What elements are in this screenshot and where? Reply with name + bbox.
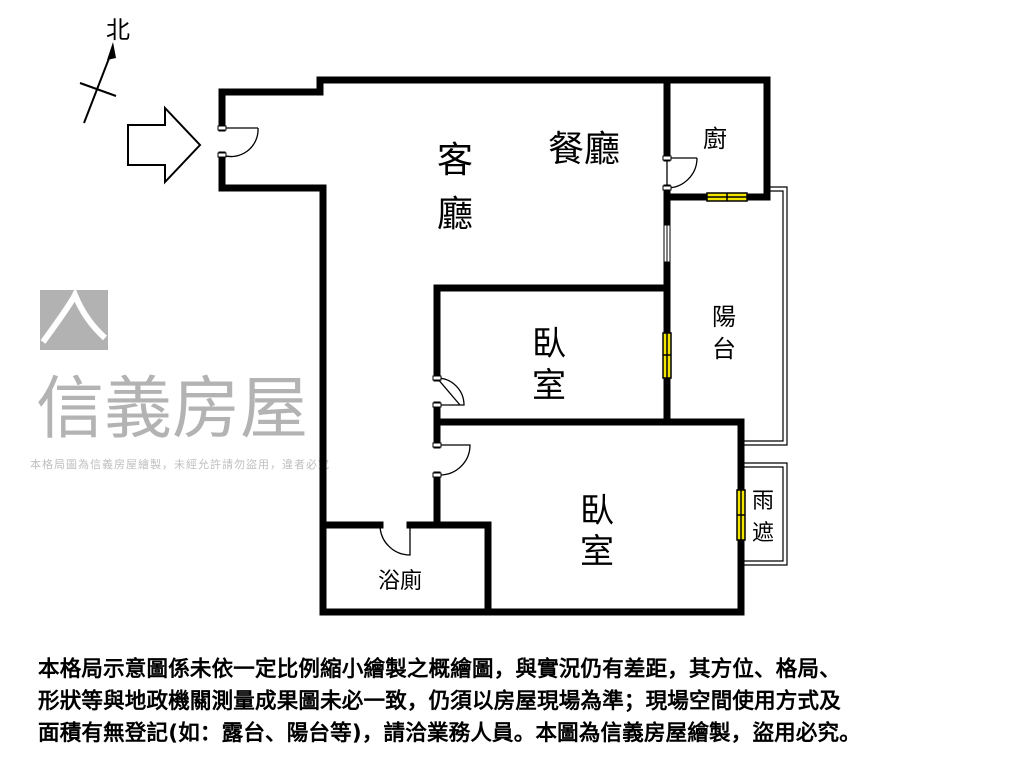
- window-living: [663, 224, 671, 263]
- room-bedroom1-1: 臥: [532, 324, 566, 364]
- room-kitchen: 廚: [703, 125, 727, 153]
- disclaimer-line: 本格局示意圖係未依一定比例縮小繪製之概繪圖，與實況仍有差距，其方位、格局、: [38, 657, 841, 682]
- entrance-arrow-icon: [127, 105, 202, 185]
- north-label: 北: [106, 16, 130, 44]
- room-living-2: 廳: [437, 194, 473, 235]
- watermark-notice: 本格局圖為信義房屋繪製，未經允許請勿盜用，違者必究: [30, 457, 330, 471]
- room-rain-shelter-1: 雨: [752, 489, 774, 514]
- room-rain-shelter-2: 遮: [752, 521, 774, 546]
- watermark: 信義房屋 本格局圖為信義房屋繪製，未經允許請勿盜用，違者必究: [30, 287, 330, 471]
- room-bathroom: 浴廁: [378, 569, 422, 594]
- room-bedroom2-2: 室: [580, 532, 614, 572]
- disclaimer-line: 形狀等與地政機關測量成果圖未必一致，仍須以房屋現場為準；現場空間使用方式及: [38, 689, 841, 714]
- disclaimer: 本格局示意圖係未依一定比例縮小繪製之概繪圖，與實況仍有差距，其方位、格局、 形狀…: [38, 654, 998, 750]
- doors: [221, 127, 698, 556]
- disclaimer-line: 面積有無登記(如：露台、陽台等)，請洽業務人員。本圖為信義房屋繪製，盜用必究。: [38, 721, 861, 746]
- room-living-1: 客: [437, 140, 473, 181]
- balcony-outline: [741, 186, 788, 566]
- room-bedroom2-1: 臥: [580, 491, 614, 531]
- watermark-brand: 信義房屋: [36, 370, 308, 449]
- windows: [662, 192, 748, 541]
- room-dining: 餐廳: [548, 129, 620, 170]
- room-balcony-2: 台: [712, 335, 736, 363]
- north-arrow: 北: [79, 16, 130, 124]
- walls: [218, 76, 771, 616]
- floor-plan: 信義房屋 本格局圖為信義房屋繪製，未經允許請勿盜用，違者必究 北: [30, 16, 788, 616]
- room-balcony-1: 陽: [712, 303, 736, 331]
- room-bedroom1-2: 室: [532, 366, 566, 406]
